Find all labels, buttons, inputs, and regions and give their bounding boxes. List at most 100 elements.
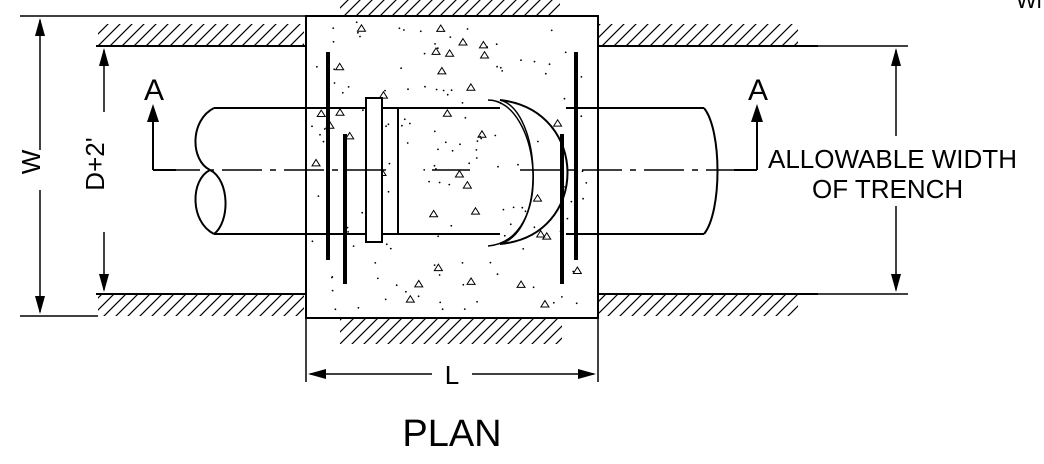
aggregate-dot (575, 302, 578, 305)
aggregate-dot (423, 169, 426, 171)
allowable-width-line2: OF TRENCH (812, 174, 963, 204)
aggregate-stone (465, 82, 476, 91)
aggregate-dot (533, 226, 536, 229)
aggregate-stone (478, 40, 489, 49)
aggregate-stone (541, 231, 552, 240)
aggregate-dot (384, 298, 387, 301)
aggregate-stone (479, 50, 490, 59)
corner-cut-text: Wi (1016, 0, 1042, 13)
aggregate-dot (517, 163, 519, 166)
aggregate-dot (468, 162, 471, 165)
pipe-left-end (194, 107, 227, 235)
aggregate-dot (341, 91, 344, 94)
aggregate-dot (585, 182, 588, 184)
aggregate-dot (476, 300, 478, 303)
aggregate-dot (475, 157, 478, 159)
aggregate-stone (535, 229, 546, 238)
aggregate-dot (582, 197, 584, 200)
aggregate-dot (441, 308, 444, 311)
aggregate-stone (444, 48, 455, 57)
section-marker-left: A (144, 74, 176, 171)
aggregate-stone (334, 62, 345, 71)
aggregate-dot (450, 224, 453, 227)
aggregate-dot (435, 88, 438, 91)
aggregate-dot (461, 262, 464, 264)
aggregate-stone (540, 299, 550, 308)
aggregate-dot (580, 115, 583, 118)
aggregate-dot (316, 65, 318, 68)
view-title: PLAN (402, 413, 501, 455)
section-label-right: A (748, 74, 768, 107)
dimension-w: W (16, 15, 306, 317)
aggregate-dot (357, 31, 359, 34)
aggregate-stone (552, 118, 563, 127)
aggregate-dot (332, 40, 335, 43)
soil-top-right (598, 24, 798, 46)
dimension-trench: D+2' (80, 48, 110, 292)
aggregate-dot (499, 66, 502, 69)
aggregate-stone (435, 24, 446, 32)
aggregate-dot (403, 118, 406, 121)
aggregate-dot (520, 59, 522, 62)
aggregate-stone (470, 206, 481, 215)
reinforcing-bars (326, 52, 578, 284)
aggregate-stone (462, 180, 473, 189)
aggregate-dot (503, 234, 506, 237)
aggregate-dot (385, 243, 388, 246)
aggregate-dot (433, 130, 436, 133)
aggregate-dot (476, 140, 479, 143)
aggregate-dot (403, 29, 405, 31)
aggregate-dot (401, 124, 403, 127)
aggregate-dot (311, 125, 313, 128)
aggregate-dot (462, 283, 465, 286)
aggregate-dot (347, 86, 350, 88)
aggregate-dot (464, 116, 467, 119)
aggregate-dot (496, 273, 499, 276)
aggregate-dot (495, 43, 498, 46)
aggregate-dot (522, 248, 525, 250)
aggregate-dot (346, 226, 349, 229)
section-label-left: A (144, 74, 164, 107)
aggregate-dot (550, 29, 553, 32)
aggregate-dot (466, 28, 469, 30)
aggregate-dot (442, 89, 445, 92)
aggregate-dot (437, 148, 439, 151)
aggregate-dot (564, 51, 567, 54)
aggregate-stone (532, 193, 543, 202)
aggregate-dot (489, 261, 492, 264)
trench-walls (96, 45, 818, 295)
aggregate-dot (389, 247, 392, 250)
aggregate-dot (501, 70, 504, 72)
aggregate-dot (331, 289, 334, 292)
aggregate-dot (417, 295, 420, 298)
aggregate-dot (385, 125, 387, 128)
aggregate-dot (566, 217, 569, 220)
aggregate-dot (459, 143, 461, 146)
soil-bottom-right (598, 294, 798, 316)
aggregate-dot (544, 72, 547, 75)
aggregate-dot (438, 274, 441, 276)
aggregate-dot (461, 102, 464, 104)
aggregate-stone (466, 277, 476, 285)
aggregate-stone (335, 107, 345, 116)
aggregate-dot (357, 306, 360, 309)
aggregate-dot (387, 123, 390, 126)
aggregate-dot (332, 27, 335, 29)
aggregate-dot (352, 245, 355, 248)
aggregate-dot (359, 35, 361, 38)
aggregate-stone (428, 209, 439, 218)
aggregate-dot (398, 27, 401, 30)
aggregate-dot (563, 97, 566, 100)
aggregate-dot (448, 183, 451, 186)
aggregate-dot (444, 141, 447, 144)
aggregate-dot (533, 60, 536, 63)
aggregate-dot (532, 286, 535, 289)
aggregate-dot (409, 122, 411, 125)
aggregate-dot (405, 290, 407, 293)
aggregate-dot (387, 190, 390, 193)
aggregate-stone (477, 129, 487, 138)
aggregate-stone (516, 280, 526, 288)
aggregate-dot (355, 21, 358, 24)
dimension-trench-label: D+2' (80, 137, 110, 190)
